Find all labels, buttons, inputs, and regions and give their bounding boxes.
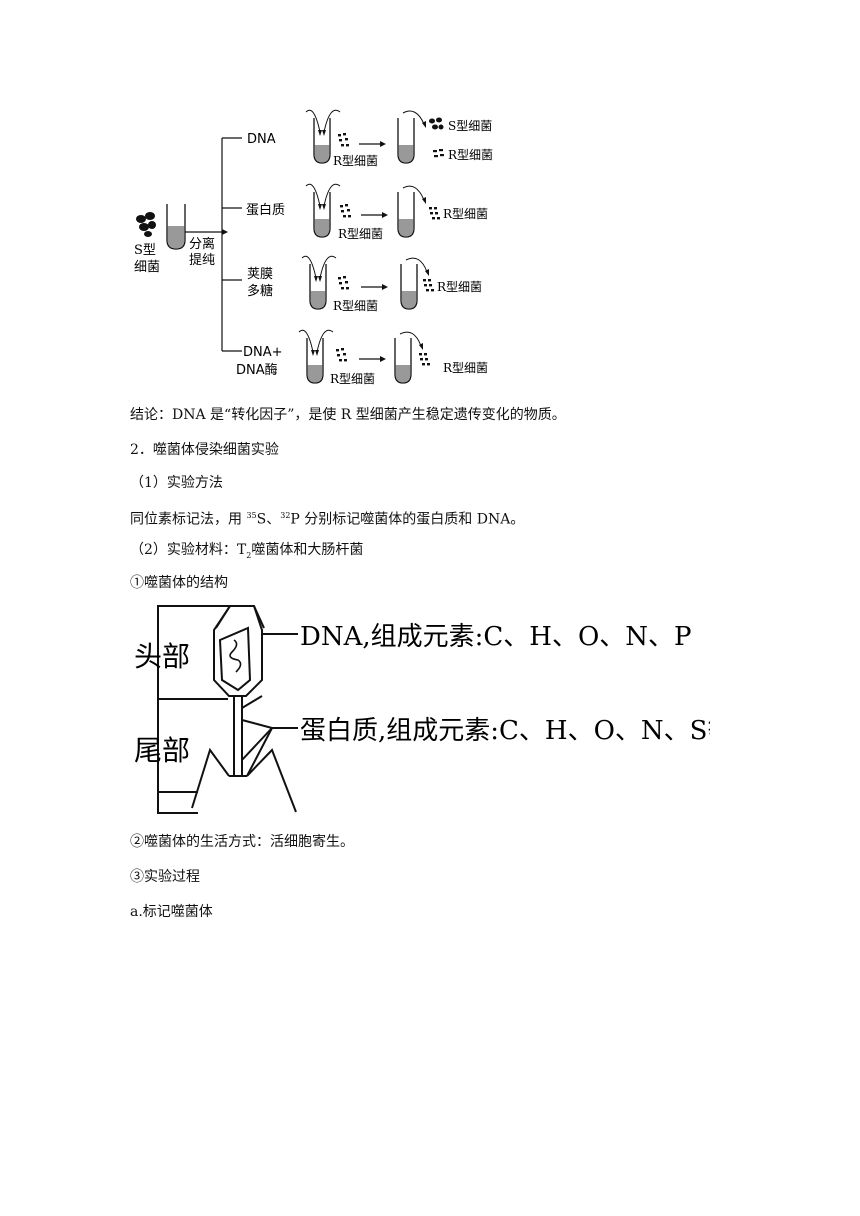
method-text: 同位素标记法，用 35S、32P 分别标记噬菌体的蛋白质和 DNA。 [130, 511, 525, 528]
r-bacteria-icon [340, 204, 351, 218]
row-label: 荚膜 [247, 267, 273, 282]
result-label: S型细菌 [448, 119, 492, 133]
separate-label-line1: 分离 [189, 236, 215, 252]
mix-test-tube [305, 183, 341, 238]
tail-label: 尾部 [134, 734, 190, 767]
phage-diagram [191, 605, 297, 813]
experiment-row-dna-dnase: DNA+ DNA酶 R型细菌 R型细菌 [236, 329, 488, 386]
mix-test-tube [298, 329, 334, 384]
mix-test-tube [301, 255, 337, 310]
source-label-line2: 细菌 [134, 260, 160, 275]
row-label: DNA酶 [236, 362, 278, 378]
row-label: 蛋白质 [246, 202, 285, 218]
item-lifestyle: ②噬菌体的生活方式：活细胞寄生。 [130, 834, 354, 850]
result-test-tube [400, 257, 429, 310]
experiment-row-protein: 蛋白质 R型细菌 R型细菌 [246, 183, 488, 241]
r-bacteria-result-icon [433, 149, 444, 158]
result-label: R型细菌 [437, 280, 482, 294]
item-structure: ①噬菌体的结构 [130, 575, 228, 591]
row-label: 多糖 [247, 283, 273, 299]
r-bacteria-icon [338, 276, 349, 290]
experiment-row-polysaccharide: 荚膜 多糖 R型细菌 R型细菌 [247, 255, 482, 313]
s-bacteria-result-icon [429, 117, 444, 130]
r-bacteria-result-icon [423, 279, 434, 292]
result-test-tube [394, 331, 423, 384]
source-label-line1: S型 [134, 243, 156, 258]
conclusion-text: 结论：DNA 是“转化因子”，是使 R 型细菌产生稳定遗传变化的物质。 [130, 407, 566, 423]
source-test-tube [166, 204, 186, 250]
result-label: R型细菌 [443, 361, 488, 375]
r-bacteria-result-icon [429, 207, 440, 220]
r-bacteria-icon [338, 133, 349, 147]
protein-composition-label: 蛋白质,组成元素:C、H、O、N、S等 [300, 716, 710, 746]
mix-label: R型细菌 [333, 154, 378, 168]
head-label: 头部 [134, 640, 190, 673]
section-heading-2: 2．噬菌体侵染细菌实验 [130, 442, 279, 458]
phage-structure-figure: 头部 尾部 DNA,组成元素:C、H、O、N、P 蛋白质,组成元素:C、H、O、… [134, 605, 710, 814]
transformation-experiment-figure: S型 细菌 分离 提纯 DNA R型细菌 [134, 109, 493, 386]
subheading-method: （1）实验方法 [130, 475, 223, 491]
row-label: DNA [247, 132, 276, 147]
result-test-tube [397, 185, 426, 238]
dna-composition-label: DNA,组成元素:C、H、O、N、P [300, 622, 692, 652]
subheading-materials: （2）实验材料：T2噬菌体和大肠杆菌 [130, 542, 364, 560]
mix-label: R型细菌 [338, 227, 383, 241]
result-test-tube [397, 110, 426, 164]
item-label-phage: a.标记噬菌体 [130, 904, 213, 920]
mix-label: R型细菌 [330, 372, 375, 386]
separate-label-line2: 提纯 [189, 252, 215, 268]
item-process: ③实验过程 [130, 869, 200, 885]
experiment-row-dna: DNA R型细菌 S型细菌 [247, 109, 493, 168]
mix-label: R型细菌 [333, 299, 378, 313]
mix-test-tube [305, 109, 341, 164]
row-label: DNA+ [243, 345, 283, 360]
result-label: R型细菌 [448, 148, 493, 162]
r-bacteria-result-icon [419, 353, 430, 366]
r-bacteria-icon [336, 348, 347, 362]
result-label: R型细菌 [443, 207, 488, 221]
s-bacteria-cluster-icon [136, 212, 156, 237]
